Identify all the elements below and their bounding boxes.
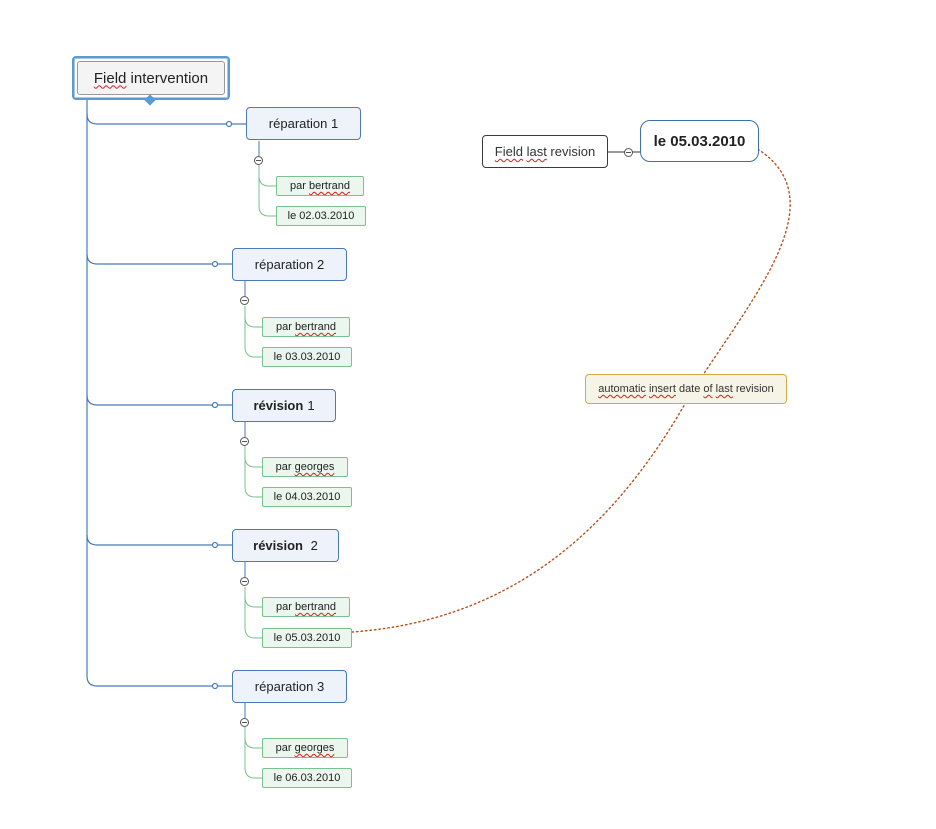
topic-title: réparation 1 bbox=[268, 116, 339, 131]
subtopic-author[interactable]: par georges bbox=[262, 457, 348, 477]
date-text: le 05.03.2010 bbox=[273, 632, 341, 644]
note-word-5: last bbox=[715, 383, 733, 395]
subtopic-date[interactable]: le 02.03.2010 bbox=[276, 206, 366, 226]
connector-branch-1 bbox=[86, 113, 227, 125]
trunk-connectors bbox=[86, 100, 227, 687]
author-name: georges bbox=[294, 742, 335, 754]
connector-branch-2 bbox=[86, 253, 213, 265]
field-last-revision-value[interactable]: le 05.03.2010 bbox=[640, 120, 759, 162]
subtopic-date[interactable]: le 05.03.2010 bbox=[262, 628, 352, 648]
root-topic-label-rest: intervention bbox=[126, 69, 209, 87]
leaf-connectors bbox=[244, 165, 276, 779]
topic-revision-2[interactable]: révision 2 bbox=[232, 529, 339, 562]
author-prefix: par bbox=[276, 321, 295, 333]
date-text: le 03.03.2010 bbox=[273, 351, 341, 363]
note-word-1: automatic bbox=[598, 383, 646, 395]
author-name: georges bbox=[294, 461, 335, 473]
connector-dot-3 bbox=[211, 401, 219, 409]
author-prefix: par bbox=[275, 742, 295, 754]
note-word-4: of bbox=[703, 383, 713, 395]
field-last-revision-label[interactable]: Field last revision bbox=[482, 135, 608, 168]
author-name: bertrand bbox=[308, 180, 350, 192]
author-prefix: par bbox=[275, 461, 295, 473]
date-text: le 02.03.2010 bbox=[287, 210, 355, 222]
subtopic-author[interactable]: par georges bbox=[262, 738, 348, 758]
collapse-icon[interactable] bbox=[240, 718, 249, 727]
note-word-2: insert bbox=[648, 383, 676, 395]
date-text: le 06.03.2010 bbox=[273, 772, 341, 784]
author-name: bertrand bbox=[294, 321, 336, 333]
subtopic-author[interactable]: par bertrand bbox=[262, 597, 350, 617]
connector-branch-4 bbox=[86, 534, 213, 546]
topic-title: réparation 2 bbox=[254, 257, 325, 272]
connector-dot-4 bbox=[211, 541, 219, 549]
note-word-6: revision bbox=[732, 383, 774, 395]
trunk-line bbox=[86, 100, 213, 687]
field-label-word-2: last bbox=[526, 144, 547, 159]
subtopic-author[interactable]: par bertrand bbox=[262, 317, 350, 337]
topic-title-bold: révision bbox=[253, 538, 303, 553]
collapse-icon[interactable] bbox=[240, 296, 249, 305]
topic-title: réparation 3 bbox=[254, 679, 325, 694]
topic-title-rest: 2 bbox=[307, 538, 318, 553]
note-word-3: date bbox=[675, 383, 704, 395]
topic-title-rest: 1 bbox=[307, 398, 315, 413]
relationship-label[interactable]: automatic insert date of last revision bbox=[585, 374, 787, 404]
root-topic-label-prefix: Field bbox=[93, 69, 127, 87]
root-topic[interactable]: Field intervention bbox=[72, 56, 230, 100]
connector-dot-2 bbox=[211, 260, 219, 268]
author-prefix: par bbox=[290, 180, 309, 192]
collapse-icon[interactable] bbox=[240, 577, 249, 586]
subtopic-date[interactable]: le 03.03.2010 bbox=[262, 347, 352, 367]
author-prefix: par bbox=[276, 601, 295, 613]
topic-title-bold: révision bbox=[253, 398, 304, 413]
subtopic-date[interactable]: le 06.03.2010 bbox=[262, 768, 352, 788]
connector-branch-3 bbox=[86, 394, 213, 406]
collapse-icon[interactable] bbox=[240, 437, 249, 446]
connector-dot-5 bbox=[211, 682, 219, 690]
collapse-icon[interactable] bbox=[624, 148, 633, 157]
topic-reparation-3[interactable]: réparation 3 bbox=[232, 670, 347, 703]
field-label-word-3: revision bbox=[546, 144, 596, 159]
field-value-text: le 05.03.2010 bbox=[653, 132, 746, 150]
subtopic-date[interactable]: le 04.03.2010 bbox=[262, 487, 352, 507]
connector-dot-1 bbox=[225, 120, 233, 128]
topic-reparation-1[interactable]: réparation 1 bbox=[246, 107, 361, 140]
date-text: le 04.03.2010 bbox=[273, 491, 341, 503]
topic-reparation-2[interactable]: réparation 2 bbox=[232, 248, 347, 281]
root-topic-inner: Field intervention bbox=[77, 61, 225, 95]
subtopic-author[interactable]: par bertrand bbox=[276, 176, 364, 196]
collapse-icon[interactable] bbox=[254, 156, 263, 165]
author-name: bertrand bbox=[294, 601, 336, 613]
field-label-word-1: Field bbox=[494, 144, 523, 159]
